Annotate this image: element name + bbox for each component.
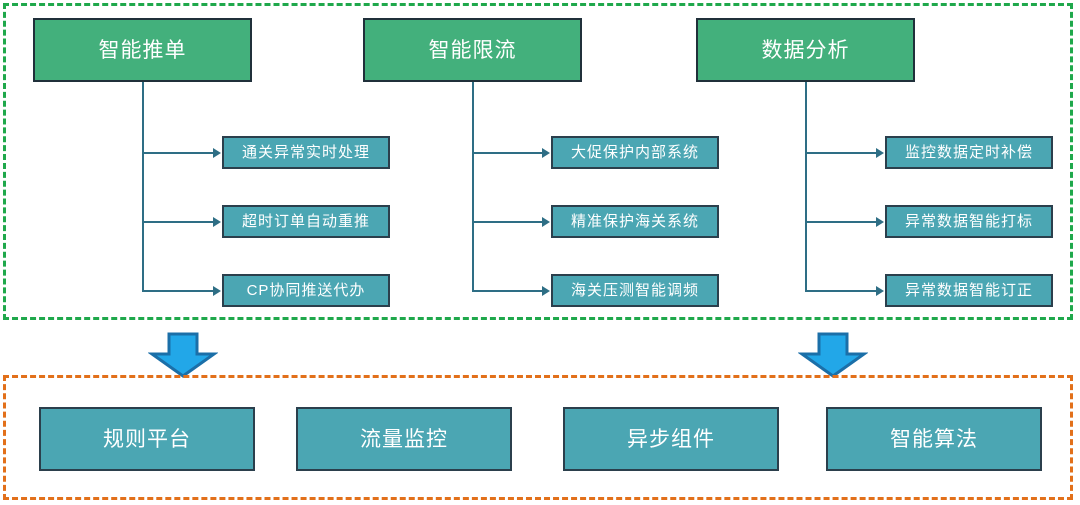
arrowhead-col1-3 [213,286,221,296]
header-box-intelligent-throttling[interactable]: 智能限流 [363,18,582,82]
arrowhead-col1-1 [213,148,221,158]
arrowhead-col3-3 [876,286,884,296]
connector-branch-col2-3 [472,290,543,292]
down-arrow-left [148,332,218,378]
leaf-box-col1-1[interactable]: 通关异常实时处理 [222,136,390,169]
leaf-box-col1-3[interactable]: CP协同推送代办 [222,274,390,307]
leaf-box-col2-1[interactable]: 大促保护内部系统 [551,136,719,169]
arrowhead-col2-1 [542,148,550,158]
arrowhead-col2-3 [542,286,550,296]
leaf-box-col1-2[interactable]: 超时订单自动重推 [222,205,390,238]
connector-branch-col3-3 [805,290,877,292]
header-box-data-analysis[interactable]: 数据分析 [696,18,915,82]
connector-branch-col3-1 [805,152,877,154]
arrowhead-col2-2 [542,217,550,227]
connector-branch-col2-2 [472,221,543,223]
platform-box-async-component[interactable]: 异步组件 [563,407,779,471]
down-arrow-right [798,332,868,378]
connector-branch-col3-2 [805,221,877,223]
leaf-box-col3-3[interactable]: 异常数据智能订正 [885,274,1053,307]
platform-box-intelligent-algorithm[interactable]: 智能算法 [826,407,1042,471]
leaf-box-col2-2[interactable]: 精准保护海关系统 [551,205,719,238]
connector-branch-col1-2 [142,221,214,223]
arrowhead-col1-2 [213,217,221,227]
leaf-box-col3-2[interactable]: 异常数据智能打标 [885,205,1053,238]
connector-branch-col1-3 [142,290,214,292]
connector-trunk-col1 [142,82,144,292]
connector-trunk-col3 [805,82,807,292]
capability-group-container [3,3,1073,320]
header-box-intelligent-dispatch[interactable]: 智能推单 [33,18,252,82]
arrowhead-col3-1 [876,148,884,158]
connector-branch-col2-1 [472,152,543,154]
leaf-box-col3-1[interactable]: 监控数据定时补偿 [885,136,1053,169]
connector-trunk-col2 [472,82,474,292]
leaf-box-col2-3[interactable]: 海关压测智能调频 [551,274,719,307]
platform-box-rule-platform[interactable]: 规则平台 [39,407,255,471]
connector-branch-col1-1 [142,152,214,154]
arrowhead-col3-2 [876,217,884,227]
platform-group-container [3,375,1073,500]
platform-box-traffic-monitor[interactable]: 流量监控 [296,407,512,471]
